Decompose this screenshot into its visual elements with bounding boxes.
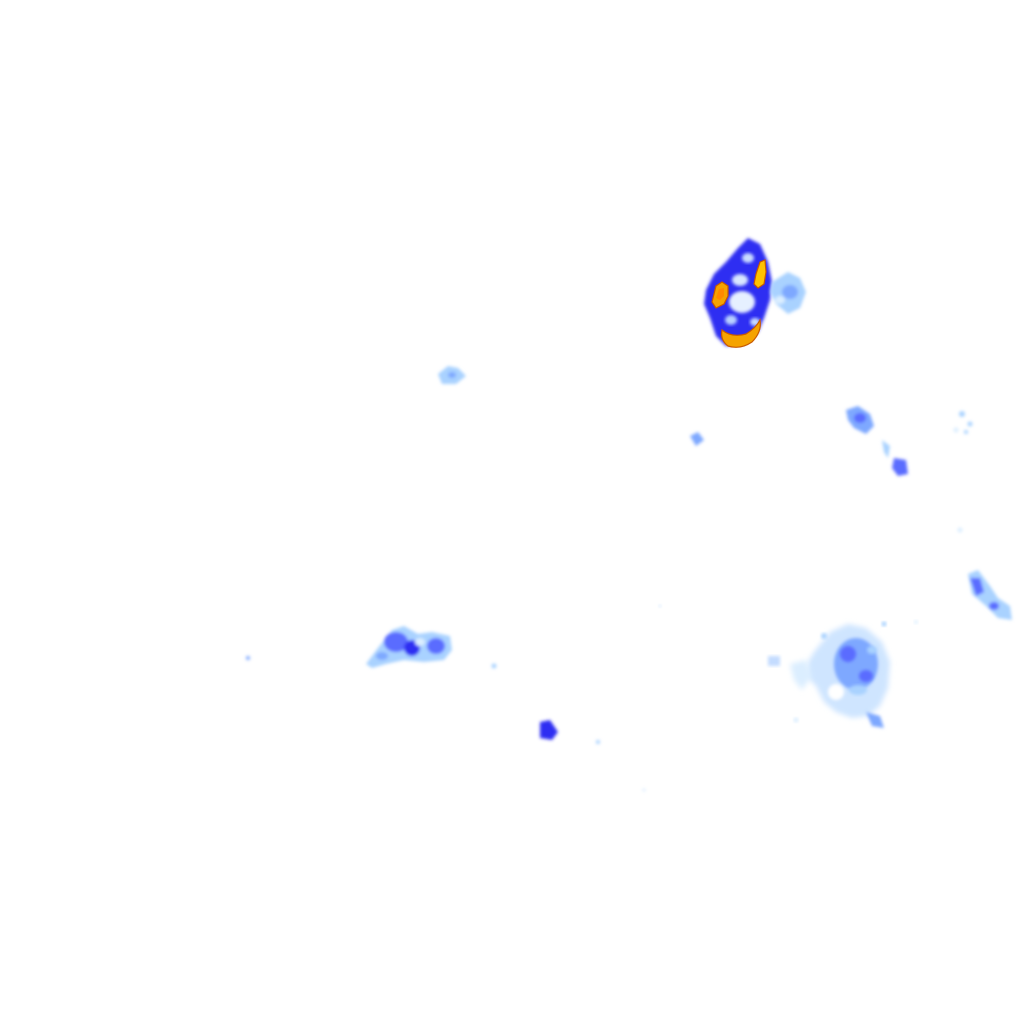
storm-cell-north-hole-3	[742, 253, 754, 263]
storm-cell-north	[704, 238, 772, 348]
storm-core-east	[753, 259, 767, 289]
rain-cell-south	[540, 720, 646, 792]
storm-cell-north-hole-4	[725, 315, 737, 325]
storm-cell-north-hole-1	[729, 291, 755, 313]
rain-cluster-west	[246, 626, 497, 669]
rain-speck-central-north	[438, 366, 466, 384]
storm-cell-north-hole-2	[732, 274, 748, 286]
rain-speck-center	[690, 432, 704, 446]
rain-band-east	[846, 406, 908, 476]
rain-speck-far-east	[953, 411, 973, 533]
storm-core-west-inner	[716, 288, 724, 300]
rain-patch-north-east	[770, 272, 806, 314]
rain-cluster-south-east-core	[834, 638, 878, 690]
rain-cluster-south-east	[658, 604, 918, 728]
rain-patch-east-edge	[968, 570, 1012, 620]
storm-core-south	[721, 318, 761, 348]
